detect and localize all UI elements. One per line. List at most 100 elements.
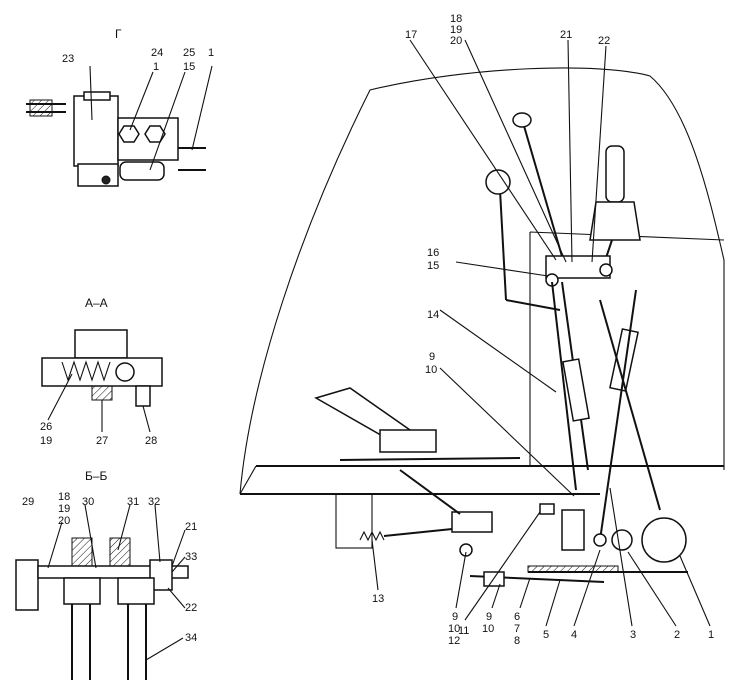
label-main-11: 11 (458, 625, 469, 637)
label-bb-22: 22 (185, 602, 197, 614)
label-main-1: 1 (708, 629, 714, 641)
leader-main-9-10-12 (455, 551, 467, 609)
leader-main-17 (409, 39, 557, 261)
leader-bb-31 (117, 504, 131, 551)
label-main-19: 19 (450, 24, 462, 36)
view-bb-lever-hub-2 (117, 577, 155, 605)
rod-to-2 (599, 299, 661, 511)
label-main-6: 6 (514, 611, 520, 623)
view-bb: Б–Б 29 18 19 20 30 31 32 21 33 22 34 (15, 469, 197, 680)
label-main-2: 2 (674, 629, 680, 641)
label-main-15: 15 (427, 260, 439, 272)
leader-main-6-7-8 (519, 577, 531, 609)
lever-hub-9-10-12 (451, 511, 493, 533)
label-main-21: 21 (560, 29, 572, 41)
label-g-15: 15 (183, 61, 195, 73)
top-pivot-22 (599, 263, 613, 277)
label-g-1a: 1 (153, 61, 159, 73)
label-g-23: 23 (62, 53, 74, 65)
leader-main-4 (573, 549, 601, 627)
view-g-clevis (119, 161, 165, 181)
cab-outline (239, 67, 725, 495)
label-main-14: 14 (427, 309, 439, 321)
label-main-5: 5 (543, 629, 549, 641)
view-g-nut (29, 99, 53, 117)
label-main-10b: 10 (448, 623, 460, 635)
view-aa-bolt-28 (135, 385, 151, 407)
leader-main-9-10 (439, 367, 575, 497)
leader-bb-22 (167, 587, 186, 609)
leader-g-25 (149, 71, 186, 171)
leader-bb-34 (145, 637, 184, 661)
drum-1 (641, 517, 687, 563)
label-bb-29: 29 (22, 496, 34, 508)
label-main-20: 20 (450, 35, 462, 47)
label-main-9a: 9 (429, 351, 435, 363)
leader-main-9-10-b (491, 583, 501, 609)
leader-bb-18 (47, 521, 63, 569)
label-bb-21: 21 (185, 521, 197, 533)
pedal-bracket (379, 429, 437, 453)
leader-main-13 (371, 539, 379, 591)
label-g-24: 24 (151, 47, 163, 59)
label-aa-27: 27 (96, 435, 108, 447)
view-bb-sleeve-30 (71, 537, 93, 567)
view-bb-lever-hub-1 (63, 577, 101, 605)
joystick-handle (605, 145, 625, 203)
spring-13 (359, 530, 385, 542)
label-main-10c: 10 (482, 623, 494, 635)
leader-bb-21 (171, 529, 186, 567)
lever-4 (561, 509, 585, 551)
leader-aa-26 (47, 373, 73, 421)
label-bb-18: 18 (58, 491, 70, 503)
rod-13 (383, 527, 463, 537)
view-g-block-cap (83, 91, 111, 101)
label-bb-30: 30 (82, 496, 94, 508)
label-bb-33: 33 (185, 551, 197, 563)
label-main-16: 16 (427, 247, 439, 259)
leader-g-24 (129, 71, 154, 131)
label-main-9b: 9 (452, 611, 458, 623)
lever-18-knob (512, 112, 532, 128)
label-aa-28: 28 (145, 435, 157, 447)
leader-bb-33 (171, 556, 186, 573)
label-aa-26: 26 (40, 421, 52, 433)
label-g-25: 25 (183, 47, 195, 59)
view-aa-nut-27 (91, 385, 113, 401)
label-main-13: 13 (372, 593, 384, 605)
view-aa-spring (61, 360, 111, 382)
view-g-block (73, 95, 119, 167)
view-bb-title: Б–Б (85, 469, 108, 483)
pivot-3 (593, 533, 607, 547)
label-bb-34: 34 (185, 632, 197, 644)
main-view: 18 19 20 17 21 22 16 15 14 9 10 13 9 10 … (239, 13, 725, 647)
view-g-pin (101, 175, 111, 185)
label-g-1: 1 (208, 47, 214, 59)
pedal-link (399, 469, 461, 515)
view-aa-top-plate (74, 329, 128, 359)
joystick-boot (589, 201, 641, 241)
view-bb-sleeve-31 (109, 537, 131, 567)
label-main-4: 4 (571, 629, 577, 641)
leader-main-21 (567, 39, 573, 263)
view-g-bolt-head-2 (144, 125, 166, 143)
leader-g-1 (191, 65, 213, 151)
label-main-9c: 9 (486, 611, 492, 623)
label-bb-20: 20 (58, 515, 70, 527)
label-aa-19: 19 (40, 435, 52, 447)
label-main-17: 17 (405, 29, 417, 41)
label-main-8: 8 (514, 635, 520, 647)
leader-bb-32 (154, 504, 161, 563)
view-aa-title: А–А (85, 296, 108, 310)
floor-edge (239, 465, 257, 495)
leader-main-22 (591, 45, 607, 263)
lever-17-bend (505, 299, 561, 311)
leader-main-14 (439, 309, 557, 393)
leader-aa-28 (142, 405, 151, 433)
clamp-11 (539, 503, 555, 515)
leader-main-5 (545, 579, 561, 627)
view-g-base (77, 163, 119, 187)
view-bb-part-29 (15, 559, 39, 611)
